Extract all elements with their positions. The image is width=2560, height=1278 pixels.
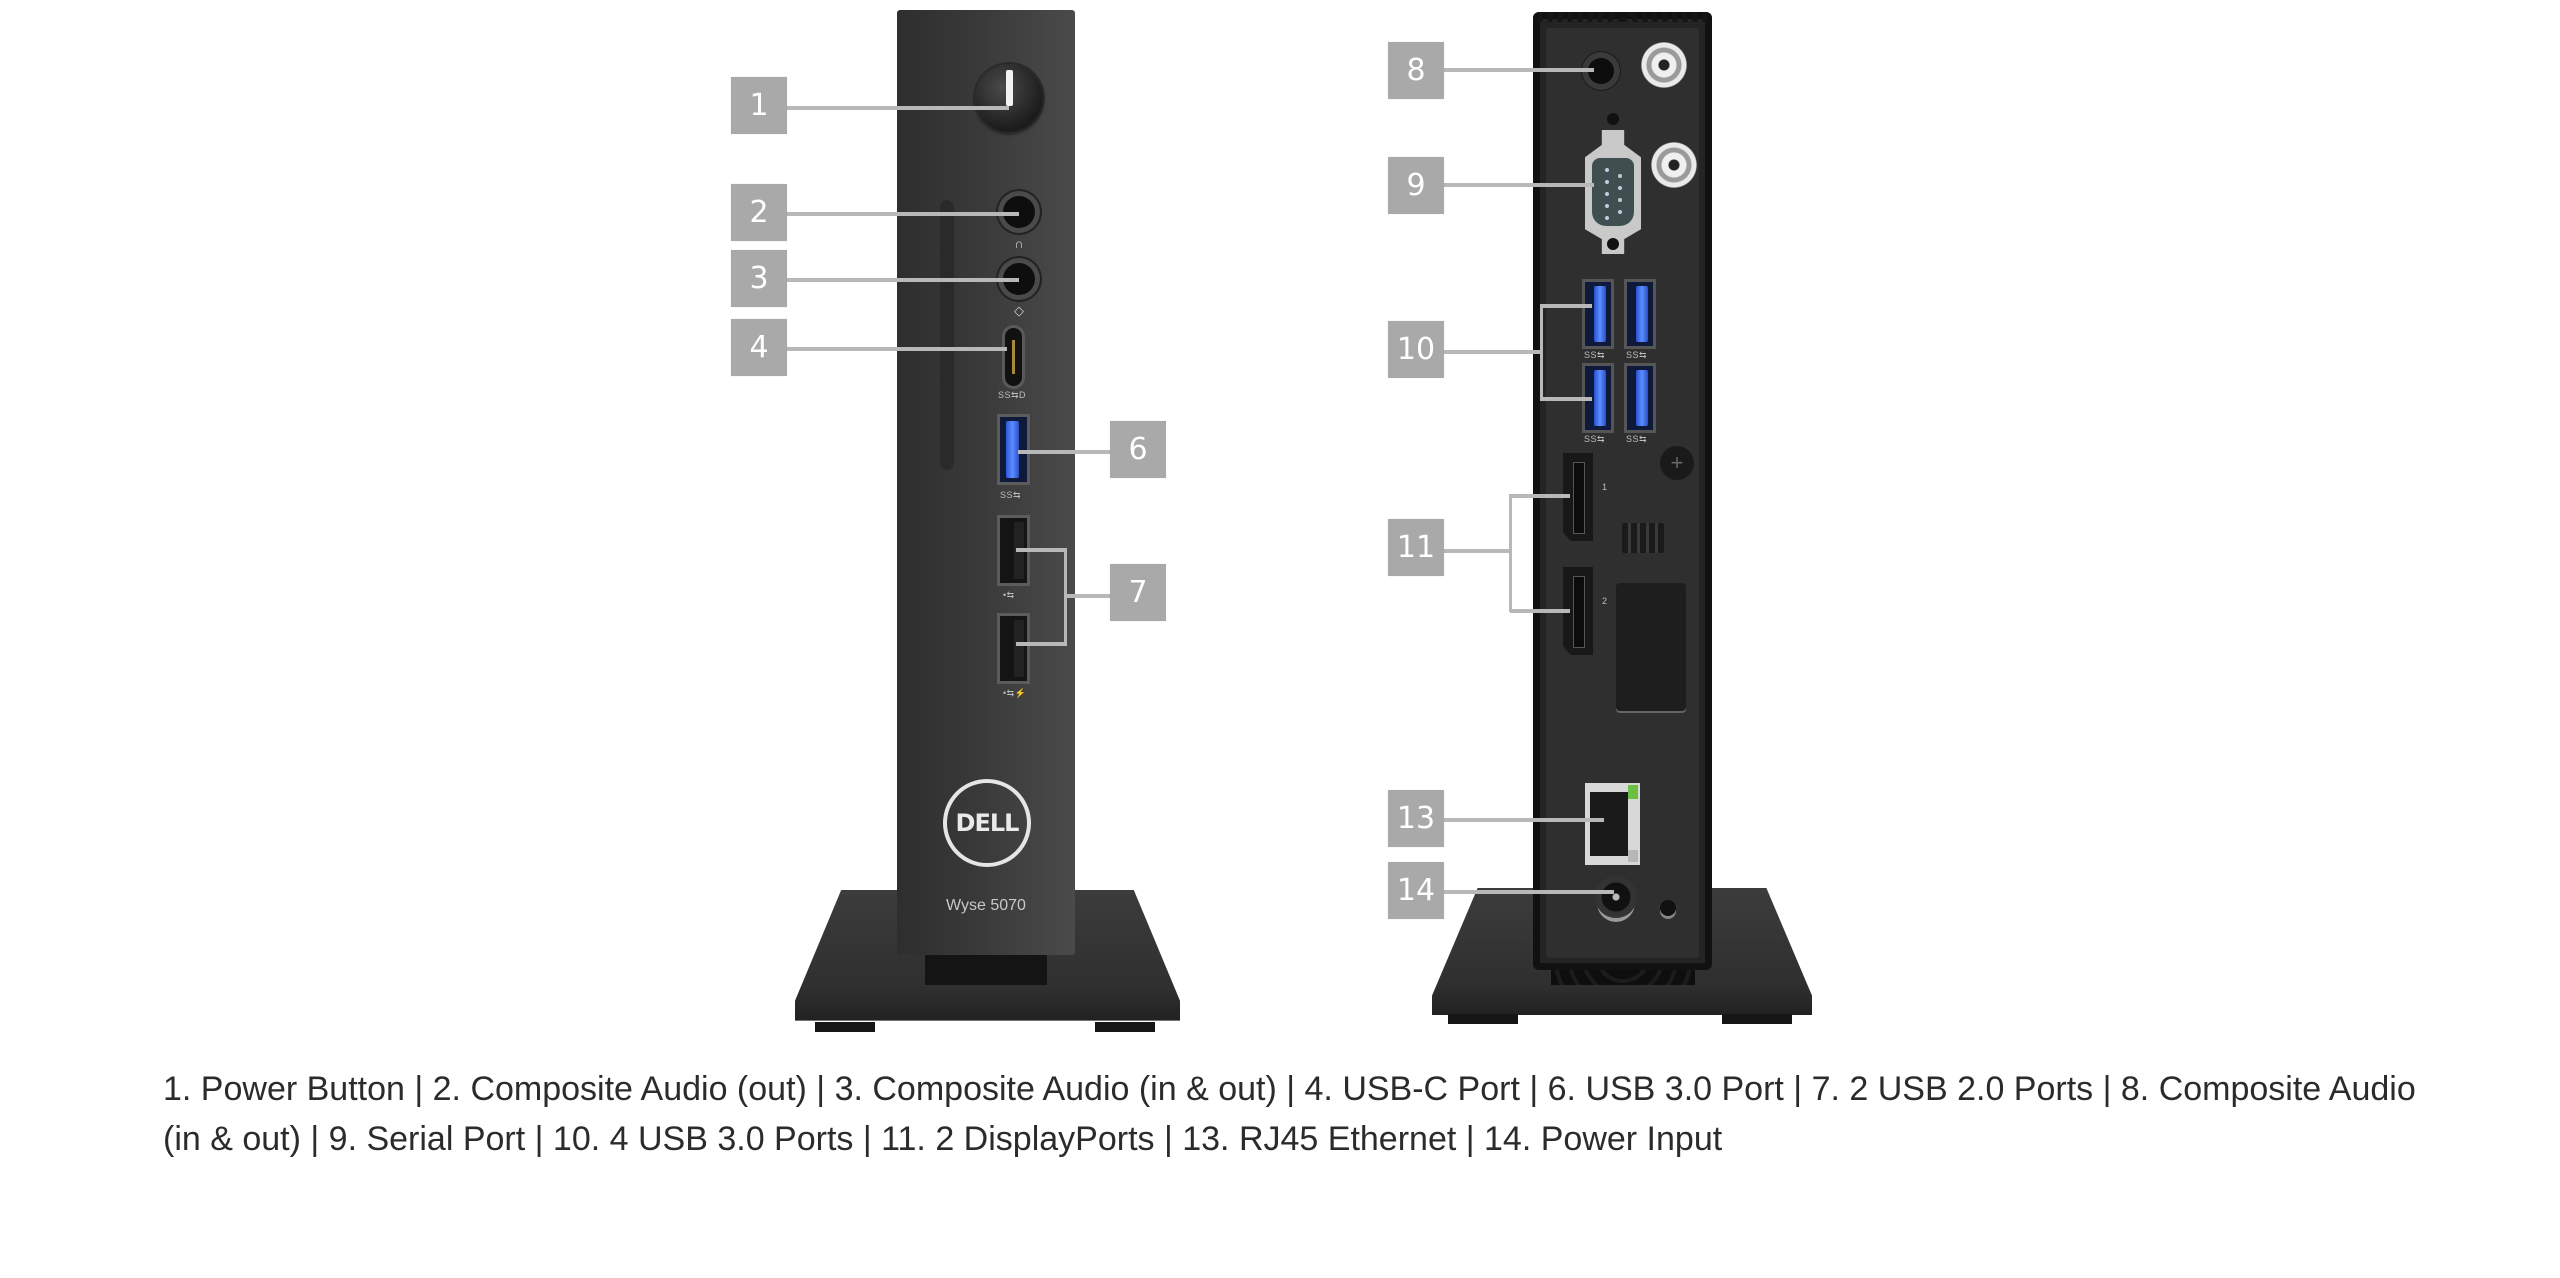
callout-3: 3 [731,250,787,307]
power-indicator-icon [1006,70,1013,106]
front-stand-neck [925,955,1047,985]
vent-block [1622,523,1664,553]
callout-leader-11a [1510,494,1570,498]
callout-bracket-10 [1540,304,1543,400]
usb2-tongue-bottom [1014,620,1024,677]
displayport-1-label: 1 [1602,482,1608,492]
serial-port-face [1592,158,1634,226]
back-chassis-ridge [1533,12,1712,22]
dell-logo-icon: DELL [943,779,1031,867]
ethernet-activity-led-icon [1628,850,1638,862]
displayport-1-inner [1573,462,1585,534]
callout-8: 8 [1388,42,1444,99]
usb3-port-tongue [1006,421,1019,478]
back-usb3-label-2: SS⇆ [1626,350,1648,360]
antenna-connector-bottom-icon [1651,142,1697,188]
model-label: Wyse 5070 [946,897,1026,914]
serial-pin [1605,168,1609,172]
callout-9: 9 [1388,157,1444,214]
usb2-label-top: •⇆ [1003,590,1015,600]
kensington-lock-slot-icon [1660,900,1676,916]
callout-2: 2 [731,184,787,241]
displayport-2-inner [1573,576,1585,648]
serial-pin [1618,186,1622,190]
dell-logo-text: DELL [955,809,1020,837]
callout-leader-10b [1540,397,1592,401]
usb2-label-bottom: •⇆⚡ [1003,688,1027,698]
displayport-2-label: 2 [1602,596,1608,606]
callout-leader-3 [787,278,1019,282]
serial-screw-top [1607,113,1619,125]
callout-leader-13 [1444,818,1604,822]
callout-10: 10 [1388,321,1444,378]
callout-1: 1 [731,77,787,134]
callout-6: 6 [1110,421,1166,478]
usb-c-label: SS⇆D [998,390,1027,400]
back-stand-foot-right [1722,1014,1792,1024]
front-stand-foot-right [1095,1022,1155,1032]
back-usb3-label-3: SS⇆ [1584,434,1606,444]
callout-leader-4 [787,347,1007,351]
serial-pin [1605,180,1609,184]
back-usb3-tongue-2 [1636,286,1648,342]
callout-leader-9 [1444,183,1594,187]
headphone-icon: ∩ [1014,236,1024,251]
usb-c-tongue [1012,340,1015,374]
serial-screw-bottom [1607,238,1619,250]
callout-leader-7 [1064,594,1110,598]
rj45-port-opening [1590,792,1628,856]
usb3-label: SS⇆ [1000,490,1022,500]
callout-leader-11b [1510,609,1570,613]
back-stand-foot-left [1448,1014,1518,1024]
callout-leader-10 [1444,350,1540,354]
serial-pin [1605,192,1609,196]
callout-4: 4 [731,319,787,376]
ethernet-link-led-icon [1628,785,1638,799]
port-legend-caption: 1. Power Button | 2. Composite Audio (ou… [163,1070,2416,1158]
callout-leader-7a [1016,548,1066,552]
front-chassis-groove [940,200,954,470]
callout-leader-11 [1444,549,1510,553]
back-usb3-tongue-3 [1594,370,1606,426]
power-input-jack-icon [1595,876,1637,918]
callout-leader-10a [1540,304,1592,308]
callout-13: 13 [1388,790,1444,847]
front-stand-foot-left [815,1022,875,1032]
callout-leader-14 [1444,890,1614,894]
antenna-connector-top-icon [1641,42,1687,88]
back-usb3-label-1: SS⇆ [1584,350,1606,360]
back-usb3-label-4: SS⇆ [1626,434,1648,444]
serial-pin [1618,210,1622,214]
callout-11: 11 [1388,519,1444,576]
callout-leader-7b [1016,642,1066,646]
back-usb3-tongue-1 [1594,286,1606,342]
serial-pin [1618,174,1622,178]
headset-icon: ◇ [1014,303,1024,318]
expansion-cover-panel [1616,583,1686,711]
callout-7: 7 [1110,564,1166,621]
back-usb3-tongue-4 [1636,370,1648,426]
callout-leader-2 [787,212,1019,216]
serial-pin [1605,216,1609,220]
callout-leader-1 [787,106,1009,110]
serial-pin [1618,198,1622,202]
callout-leader-6 [1018,450,1110,454]
callout-14: 14 [1388,862,1444,919]
chassis-screw-icon: + [1660,446,1694,480]
callout-bracket-11 [1509,494,1512,612]
callout-leader-8 [1444,68,1594,72]
serial-pin [1605,204,1609,208]
